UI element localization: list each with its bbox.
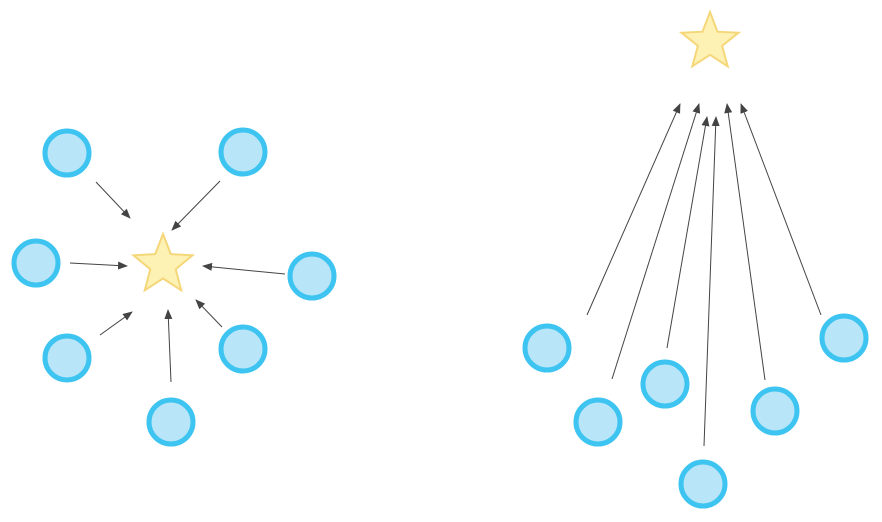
source-node — [573, 397, 623, 447]
radial-edges — [69, 180, 286, 383]
radial-source-nodes — [11, 127, 337, 447]
edge-arrow — [164, 309, 173, 383]
parallel-source-nodes — [522, 313, 869, 509]
source-node — [640, 359, 690, 409]
edge-arrow — [703, 116, 720, 447]
source-node — [287, 251, 337, 301]
source-node — [42, 333, 92, 383]
edge-arrow — [69, 261, 128, 270]
source-node — [42, 128, 92, 178]
source-node — [819, 313, 869, 363]
source-node — [218, 324, 268, 374]
radial-panel — [11, 127, 337, 447]
edge-arrow — [740, 103, 822, 316]
source-node — [522, 323, 572, 373]
star-icon — [130, 231, 196, 293]
star-icon — [678, 9, 742, 69]
edge-arrow — [666, 116, 710, 349]
source-node — [11, 238, 61, 288]
edge-arrow — [586, 103, 681, 316]
source-node — [218, 127, 268, 177]
source-node — [678, 459, 728, 509]
edge-arrow — [99, 311, 133, 336]
edge-arrow — [202, 262, 286, 275]
source-node — [750, 386, 800, 436]
parallel-panel — [522, 9, 869, 509]
edge-arrow — [611, 103, 701, 380]
edge-arrow — [724, 103, 766, 381]
parallel-edges — [586, 103, 822, 447]
edge-arrow — [95, 181, 131, 219]
edge-arrow — [171, 180, 221, 231]
source-node — [146, 397, 196, 447]
edge-arrow — [195, 299, 223, 328]
